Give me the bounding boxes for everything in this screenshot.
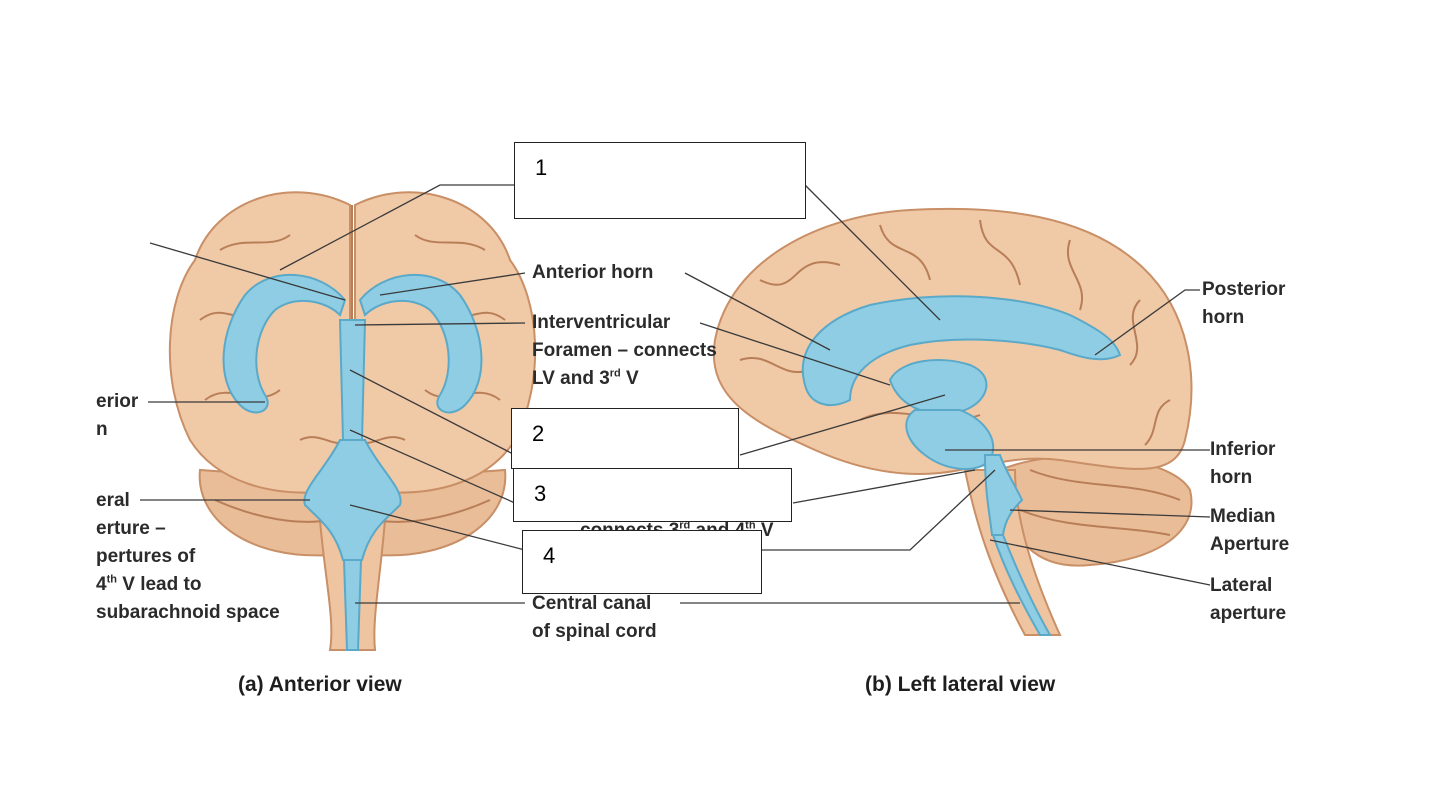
lateral-central-canal: [991, 534, 1052, 636]
anterior-left-lateral-ventricle: [222, 274, 347, 414]
label-line: Central canal: [532, 593, 652, 614]
answer-box-3[interactable]: 3: [513, 468, 792, 522]
label-sup: rd: [679, 519, 691, 532]
label-line: Foramen – connects: [532, 340, 717, 361]
lateral-fourth-ventricle: [983, 454, 1024, 536]
label-line: Median: [1210, 506, 1276, 527]
label-line: of spinal cord: [532, 621, 657, 642]
lateral-ventricles: [801, 295, 1122, 636]
label-lateral-aperture-left: eral erture – pertures of 4th V lead to …: [96, 487, 280, 627]
caption-anterior-view: (a) Anterior view: [238, 673, 402, 696]
label-text: 4: [96, 574, 107, 595]
label-line: Posterior: [1202, 279, 1286, 300]
label-line: 4th V lead to: [96, 571, 280, 599]
answer-box-2[interactable]: 2: [511, 408, 739, 469]
lateral-inferior-horn: [905, 409, 995, 471]
label-line: horn: [1210, 467, 1253, 488]
answer-box-4[interactable]: 4: [522, 530, 762, 594]
anterior-third-ventricle: [338, 319, 367, 441]
caption-lateral-view: (b) Left lateral view: [865, 673, 1056, 696]
label-line: LV and 3rd V: [532, 365, 717, 393]
label-inferior-horn-left: erior n: [96, 388, 138, 444]
label-posterior-horn: Posterior horn: [1202, 276, 1285, 332]
label-text: V lead to: [116, 574, 202, 595]
label-median-aperture: Median Aperture: [1210, 503, 1289, 559]
anterior-ventricles: [222, 274, 483, 651]
label-text: V: [620, 368, 639, 389]
lateral-cerebrum: [712, 207, 1193, 475]
label-line: Aperture: [1210, 534, 1290, 555]
label-sup: th: [745, 519, 756, 532]
label-line: erture –: [96, 518, 166, 539]
label-line: pertures of: [96, 546, 196, 567]
label-interventricular-foramen: Interventricular Foramen – connects LV a…: [532, 309, 717, 393]
anterior-right-hemisphere: [354, 191, 537, 494]
label-line: Inferior: [1210, 439, 1276, 460]
label-text: LV and 3: [532, 368, 610, 389]
label-line: Lateral: [1210, 575, 1273, 596]
label-inferior-horn-right: Inferior horn: [1210, 436, 1275, 492]
label-line: eral: [96, 490, 130, 511]
anterior-right-lateral-ventricle: [358, 274, 483, 414]
label-text: V: [755, 520, 774, 541]
label-sup: th: [106, 573, 117, 586]
label-sup: rd: [609, 367, 621, 380]
label-central-canal: Central canal of spinal cord: [532, 590, 657, 646]
label-line: horn: [1202, 307, 1245, 328]
label-line: Interventricular: [532, 312, 671, 333]
label-lateral-aperture-right: Lateral aperture: [1210, 572, 1286, 628]
anterior-left-hemisphere: [168, 191, 351, 494]
label-anterior-horn: Anterior horn: [532, 262, 654, 283]
answer-box-1[interactable]: 1: [514, 142, 806, 219]
label-line: subarachnoid space: [96, 602, 280, 623]
label-line: n: [96, 419, 108, 440]
lateral-lateral-ventricle: [801, 295, 1122, 406]
label-line: aperture: [1210, 603, 1287, 624]
anterior-central-canal: [342, 559, 363, 651]
leader-lines: [140, 184, 1211, 604]
label-line: erior: [96, 391, 139, 412]
